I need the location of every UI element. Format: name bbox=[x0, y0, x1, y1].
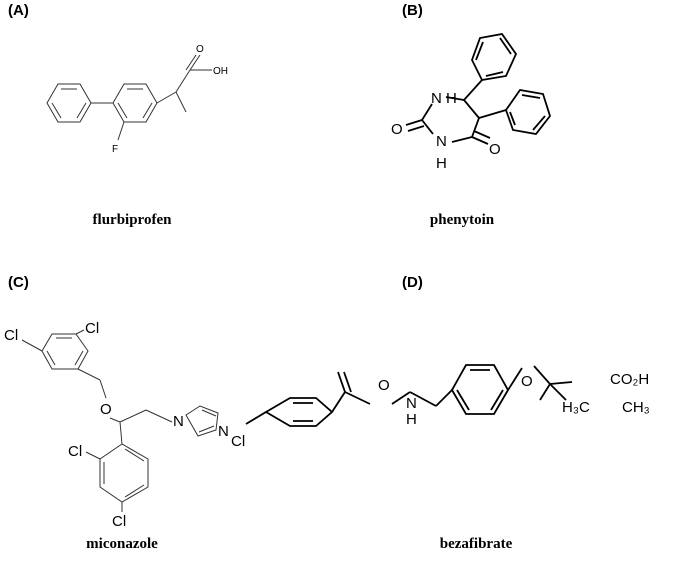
bezafibrate-h: H bbox=[406, 411, 417, 428]
miconazole-cl-4: Cl bbox=[112, 513, 126, 530]
panel-b-letter: (B) bbox=[402, 2, 423, 19]
panel-d-letter: (D) bbox=[402, 274, 423, 291]
phenytoin-o-left: O bbox=[391, 121, 403, 138]
panel-a-caption: flurbiprofen bbox=[92, 212, 172, 228]
bezafibrate-h3c: H₃C bbox=[562, 399, 590, 416]
miconazole-n-1: N bbox=[173, 413, 184, 430]
phenytoin-n-bottom: N bbox=[436, 133, 447, 150]
phenytoin-o-right: O bbox=[489, 141, 501, 158]
bezafibrate-ch3: CH₃ bbox=[622, 399, 650, 416]
panel-d-caption: bezafibrate bbox=[439, 536, 513, 552]
bezafibrate-co2h: CO₂H bbox=[610, 371, 649, 388]
panel-c-letter: (C) bbox=[8, 274, 29, 291]
phenytoin-h-top: H bbox=[446, 90, 457, 107]
bezafibrate-cl: Cl bbox=[231, 433, 245, 450]
bezafibrate-o-amide: O bbox=[378, 377, 390, 394]
miconazole-structure bbox=[21, 329, 219, 512]
miconazole-cl-1: Cl bbox=[4, 327, 18, 344]
phenytoin-h-bottom: H bbox=[436, 155, 447, 172]
bezafibrate-structure bbox=[245, 364, 573, 427]
panel-b-caption: phenytoin bbox=[429, 212, 495, 228]
miconazole-n-2: N bbox=[218, 423, 229, 440]
phenytoin-n-top: N bbox=[431, 90, 442, 107]
bezafibrate-n: N bbox=[406, 395, 417, 412]
miconazole-cl-3: Cl bbox=[68, 443, 82, 460]
flurbiprofen-structure bbox=[46, 54, 212, 141]
bezafibrate-o-ether: O bbox=[521, 373, 533, 390]
panel-c-caption: miconazole bbox=[86, 536, 158, 552]
flurbiprofen-f-label: F bbox=[112, 144, 118, 155]
miconazole-o: O bbox=[100, 401, 112, 418]
miconazole-cl-2: Cl bbox=[85, 320, 99, 337]
flurbiprofen-oh-label: OH bbox=[213, 66, 228, 77]
panel-a-letter: (A) bbox=[8, 2, 29, 19]
flurbiprofen-o-label: O bbox=[196, 44, 204, 55]
phenytoin-structure bbox=[405, 33, 552, 145]
